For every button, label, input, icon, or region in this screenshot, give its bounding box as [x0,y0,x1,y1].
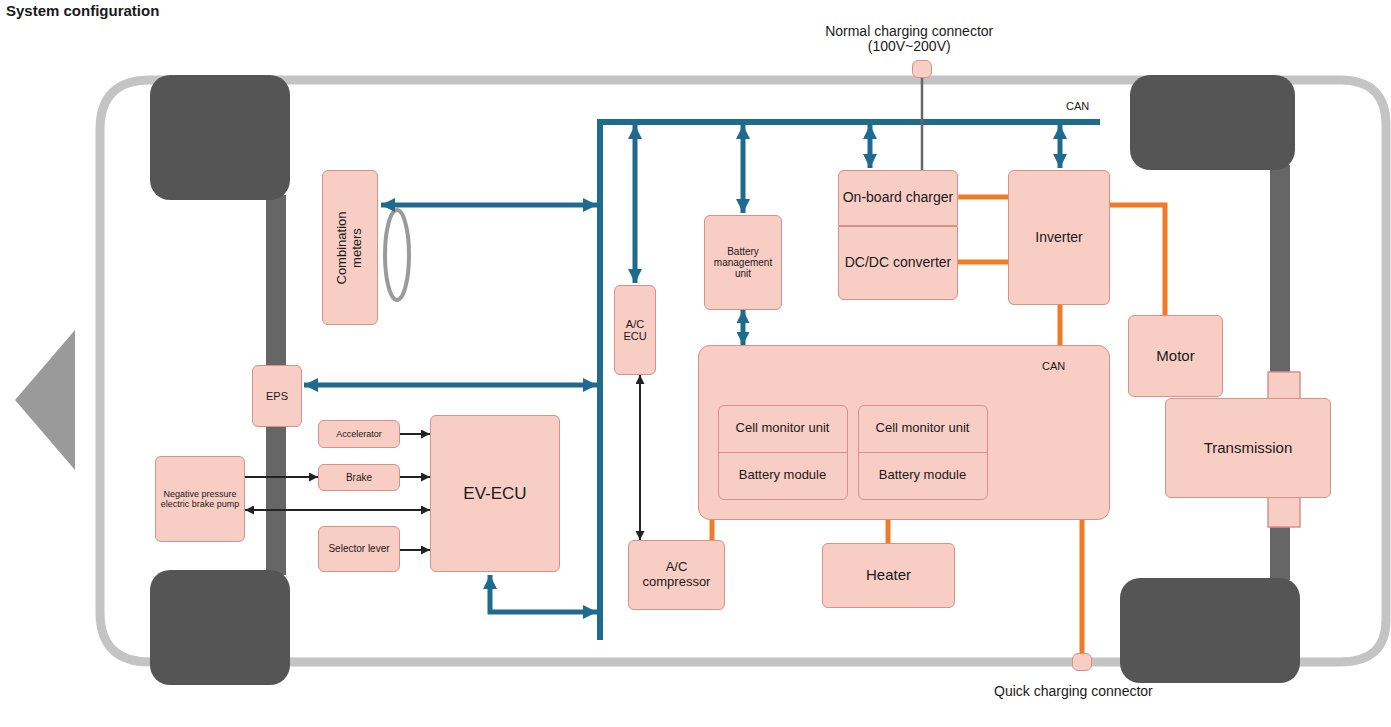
diagram-title: System configuration [6,2,159,19]
can-arrow [633,125,638,283]
power-line [1080,520,1085,653]
node-text: EPS [253,390,301,402]
battery-pack: Cell monitor unitBattery moduleCell moni… [698,345,1110,520]
battery-module: Cell monitor unitBattery module [718,405,848,500]
node-text: Normal charging connector (100V~200V) [781,24,1037,55]
node-text: Accelerator [319,429,399,439]
power-line [1110,205,1165,315]
can-arrow [741,310,746,345]
node-text: A/C ECU [615,318,655,343]
power-line [1058,305,1063,345]
node-text: Negative pressure electric brake pump [156,489,244,509]
can-arrow [304,383,597,388]
node-text: Transmission [1166,440,1330,457]
node-text: Battery module [859,452,987,499]
wheel [150,570,290,685]
signal-arrow [639,375,641,540]
drive-unit: Transmission [1165,398,1331,498]
wheel [150,75,290,200]
can-bus [597,119,1100,125]
power-line [886,520,891,543]
battery-module: Cell monitor unitBattery module [858,405,988,500]
node-text: Motor [1129,348,1222,365]
power-line [958,195,1008,200]
node-text: DC/DC converter [839,255,957,271]
power-unit: DC/DC converter [838,226,958,300]
can-arrow [490,575,597,612]
node-text: Inverter [1009,230,1109,246]
node-text: A/C compressor [629,560,724,589]
can-arrow [381,203,597,208]
bus-label: CAN [1066,100,1089,112]
node-text: Cell monitor unit [719,406,847,452]
node-text: Cell monitor unit [859,406,987,452]
pump-unit: Negative pressure electric brake pump [155,456,245,542]
control-unit: A/C ECU [614,285,656,375]
signal-arrow [400,476,430,478]
control-unit: EPS [252,365,302,427]
node-text: Heater [823,567,954,584]
power-unit: Inverter [1008,170,1110,305]
control-unit: EV-ECU [430,415,560,572]
power-line [958,260,1008,265]
display-unit: Combination meters [322,170,378,325]
node-text: Selector lever [319,543,399,554]
node-text: Combination meters [335,195,364,301]
wheel [1130,75,1295,170]
can-bus [597,119,603,640]
drive-unit: Motor [1128,315,1223,397]
node-text: On-board charger [839,190,958,206]
power-unit: On-board charger [838,170,959,226]
signal-arrow [400,433,430,435]
signal-arrow [245,509,430,511]
load-unit: Heater [822,543,955,608]
charge-cable [921,78,924,170]
node-text: CAN [1039,360,1068,372]
wheel [1120,578,1300,683]
signal-arrow [245,476,318,478]
control-unit: Battery management unit [704,215,782,310]
input-device: Brake [318,464,400,491]
power-line [710,520,715,540]
node-text: Battery management unit [705,246,781,280]
node-text: EV-ECU [431,484,559,503]
charging-port: Quick charging connector [1072,653,1092,671]
node-text: Quick charging connector [991,684,1156,700]
input-device: Accelerator [318,420,400,448]
charging-port: Normal charging connector (100V~200V) [912,60,932,78]
steering-wheel [385,210,409,300]
node-text: Battery module [719,452,847,499]
can-arrow [1058,125,1063,168]
input-device: Selector lever [318,526,400,572]
node-text: Brake [319,472,399,483]
signal-arrow [400,549,430,551]
direction-arrow [15,330,75,470]
can-arrow [868,125,873,168]
load-unit: A/C compressor [628,540,725,610]
can-arrow [741,125,746,213]
